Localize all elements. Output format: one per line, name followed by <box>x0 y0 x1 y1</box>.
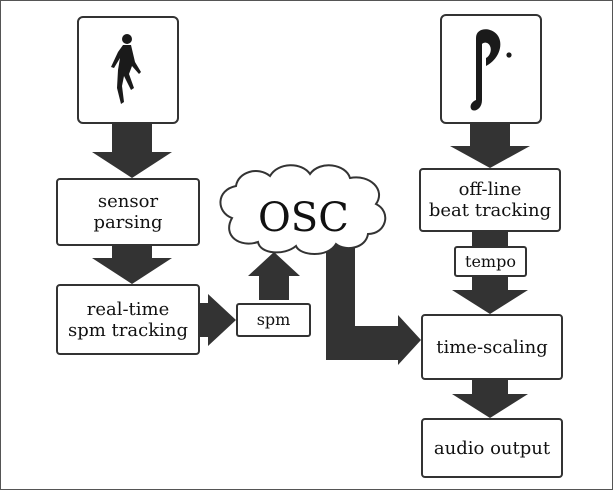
runner-icon <box>111 34 141 104</box>
spm-label: spm <box>256 310 291 329</box>
note-icon-box <box>440 14 542 124</box>
audio-output-box: audio output <box>421 418 563 478</box>
tempo-box: tempo <box>454 246 527 277</box>
realtime-spm-tracking-box: real-time spm tracking <box>56 284 200 355</box>
arrow-sensor-to-realtime <box>92 246 172 284</box>
offline-line-1: off-line <box>458 179 522 200</box>
arrow-runner-to-sensor <box>92 124 172 178</box>
sensor-parsing-line-1: sensor <box>97 191 159 212</box>
sensor-parsing-line-2: parsing <box>93 212 163 233</box>
osc-cloud <box>219 164 387 255</box>
arrow-timescaling-to-audio <box>452 380 528 418</box>
time-scaling-box: time-scaling <box>421 314 563 380</box>
arrow-tempo-to-timescaling <box>452 277 528 314</box>
realtime-line-2: spm tracking <box>68 319 188 341</box>
osc-label: OSC <box>258 195 349 241</box>
audio-output-label: audio output <box>433 437 551 459</box>
sensor-parsing-box: sensor parsing <box>56 178 200 246</box>
arrow-note-to-offline <box>450 124 530 168</box>
spm-box: spm <box>236 303 311 337</box>
arrow-realtime-to-spm <box>200 294 236 346</box>
offline-line-2: beat tracking <box>428 200 552 221</box>
realtime-line-1: real-time <box>86 298 170 320</box>
arrow-osc-to-timescaling <box>326 240 421 365</box>
offline-beat-tracking-box: off-line beat tracking <box>419 168 561 232</box>
arrow-offline-to-tempo <box>472 232 508 246</box>
eighth-note-icon <box>470 29 512 111</box>
tempo-label: tempo <box>465 251 516 271</box>
time-scaling-label: time-scaling <box>436 336 548 358</box>
arrow-spm-to-osc <box>248 252 300 300</box>
runner-icon-box <box>77 16 179 124</box>
